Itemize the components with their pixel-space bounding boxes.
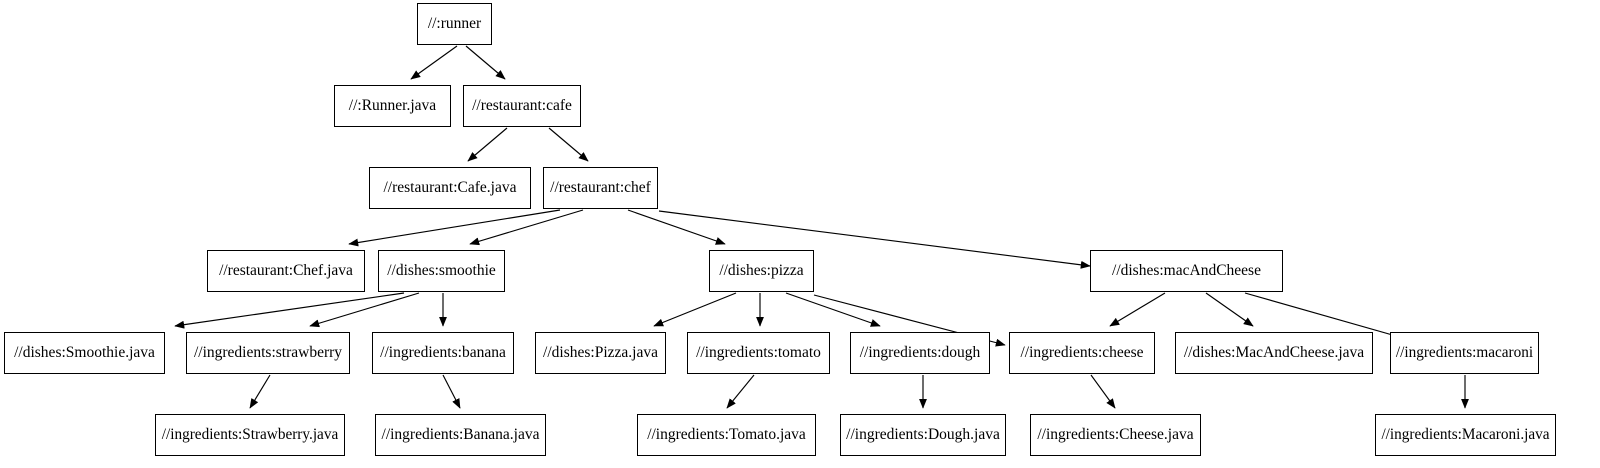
graph-node-smoothie_java[interactable]: //dishes:Smoothie.java	[4, 332, 165, 374]
graph-node-macaroni_java[interactable]: //ingredients:Macaroni.java	[1375, 414, 1556, 456]
graph-node-label: //dishes:smoothie	[387, 262, 496, 280]
graph-node-banana[interactable]: //ingredients:banana	[372, 332, 514, 374]
graph-node-label: //dishes:MacAndCheese.java	[1183, 344, 1365, 362]
graph-node-label: //ingredients:Banana.java	[381, 426, 540, 444]
graph-node-smoothie[interactable]: //dishes:smoothie	[378, 250, 505, 292]
graph-node-label: //ingredients:tomato	[696, 344, 821, 362]
graph-node-chef_java[interactable]: //restaurant:Chef.java	[207, 250, 365, 292]
graph-node-pizza_java[interactable]: //dishes:Pizza.java	[535, 332, 666, 374]
graph-node-cafe_java[interactable]: //restaurant:Cafe.java	[369, 167, 531, 209]
graph-node-cheese_java[interactable]: //ingredients:Cheese.java	[1030, 414, 1201, 456]
graph-node-runner_java[interactable]: //:Runner.java	[334, 85, 451, 127]
graph-node-label: //ingredients:cheese	[1020, 344, 1144, 362]
graph-node-label: //ingredients:Cheese.java	[1037, 426, 1194, 444]
graph-node-dough_java[interactable]: //ingredients:Dough.java	[840, 414, 1006, 456]
graph-node-label: //ingredients:Strawberry.java	[161, 426, 339, 444]
graph-node-macandcheese_java[interactable]: //dishes:MacAndCheese.java	[1175, 332, 1373, 374]
graph-node-strawberry_java[interactable]: //ingredients:Strawberry.java	[155, 414, 345, 456]
graph-node-label: //ingredients:dough	[859, 344, 981, 362]
graph-node-cheese[interactable]: //ingredients:cheese	[1009, 332, 1155, 374]
graph-node-label: //restaurant:Chef.java	[219, 262, 353, 280]
graph-node-macandcheese[interactable]: //dishes:macAndCheese	[1090, 250, 1283, 292]
graph-node-tomato[interactable]: //ingredients:tomato	[687, 332, 830, 374]
graph-node-restaurant_chef[interactable]: //restaurant:chef	[543, 167, 658, 209]
graph-node-label: //restaurant:Cafe.java	[383, 179, 517, 197]
graph-node-label: //ingredients:Dough.java	[846, 426, 1000, 444]
graph-node-banana_java[interactable]: //ingredients:Banana.java	[375, 414, 546, 456]
graph-node-label: //ingredients:Tomato.java	[647, 426, 806, 444]
graph-node-macaroni[interactable]: //ingredients:macaroni	[1390, 332, 1539, 374]
graph-node-label: //dishes:macAndCheese	[1112, 262, 1261, 280]
graph-node-label: //dishes:pizza	[719, 262, 804, 280]
graph-node-dough[interactable]: //ingredients:dough	[850, 332, 990, 374]
graph-node-label: //dishes:Smoothie.java	[14, 344, 155, 362]
graph-node-label: //ingredients:macaroni	[1395, 344, 1534, 362]
graph-node-label: //ingredients:strawberry	[193, 344, 343, 362]
graph-node-label: //restaurant:cafe	[472, 97, 572, 115]
graph-node-label: //ingredients:Macaroni.java	[1381, 426, 1550, 444]
graph-node-label: //restaurant:chef	[550, 179, 651, 197]
graph-node-pizza[interactable]: //dishes:pizza	[709, 250, 814, 292]
graph-node-label: //:runner	[427, 15, 482, 33]
graph-node-label: //:Runner.java	[348, 97, 437, 115]
graph-node-label: //ingredients:banana	[380, 344, 506, 362]
graph-node-tomato_java[interactable]: //ingredients:Tomato.java	[637, 414, 816, 456]
graph-node-restaurant_cafe[interactable]: //restaurant:cafe	[463, 85, 581, 127]
graph-node-runner[interactable]: //:runner	[417, 3, 492, 45]
graph-node-strawberry[interactable]: //ingredients:strawberry	[186, 332, 350, 374]
graph-node-label: //dishes:Pizza.java	[543, 344, 658, 362]
